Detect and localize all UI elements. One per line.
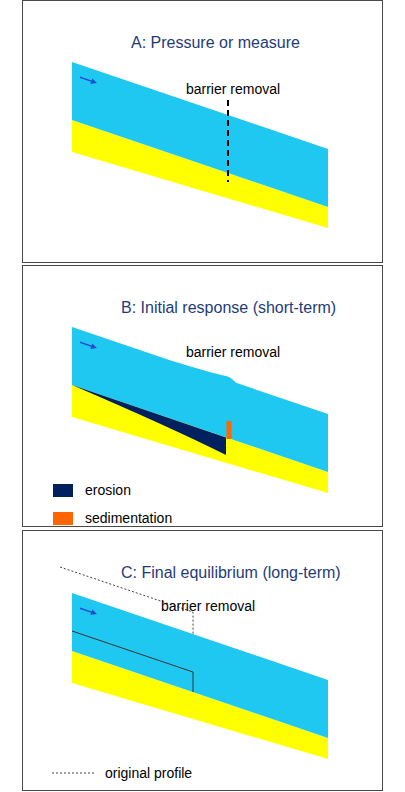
legend-dotted-line xyxy=(52,773,95,774)
flow-arrow-head xyxy=(90,609,97,615)
legend-entry: erosion xyxy=(53,482,253,500)
legend-text: erosion xyxy=(85,482,131,498)
panel-frame: B: Initial response (short-term) barrier … xyxy=(22,265,383,527)
legend-text: original profile xyxy=(105,765,192,781)
flow-arrow-head xyxy=(90,343,97,349)
barrier-label: barrier removal xyxy=(173,81,293,97)
legend-entry: sedimentation xyxy=(53,510,253,528)
legend-swatch xyxy=(53,484,73,497)
panel-a-art xyxy=(72,62,328,228)
panel-frame: A: Pressure or measure barrier removal xyxy=(22,0,383,263)
water-body xyxy=(72,593,328,738)
panel-b-art xyxy=(72,327,328,493)
sedimentation-area xyxy=(227,421,232,439)
erosion-area xyxy=(72,385,226,455)
panel-heading: B: Initial response (short-term) xyxy=(121,299,371,317)
panel-c-art xyxy=(60,567,328,759)
barrier-label: barrier removal xyxy=(173,344,293,360)
legend-line-sample xyxy=(52,765,96,783)
panel-heading: C: Final equilibrium (long-term) xyxy=(121,564,371,582)
barrier-line xyxy=(227,100,229,182)
sediment-line xyxy=(72,631,193,692)
water-body xyxy=(72,327,328,472)
flow-arrow xyxy=(80,608,92,612)
panel-heading: A: Pressure or measure xyxy=(131,34,371,52)
barrier-label: barrier removal xyxy=(148,598,268,614)
legend-entry: original profile xyxy=(52,765,252,783)
flow-arrow xyxy=(80,77,92,81)
panel-frame: C: Final equilibrium (long-term) barrier … xyxy=(22,530,383,791)
flow-arrow xyxy=(80,342,92,346)
water-body xyxy=(72,62,328,207)
legend-text: sedimentation xyxy=(85,510,172,526)
flow-arrow-head xyxy=(90,78,97,84)
legend-swatch xyxy=(53,512,73,525)
